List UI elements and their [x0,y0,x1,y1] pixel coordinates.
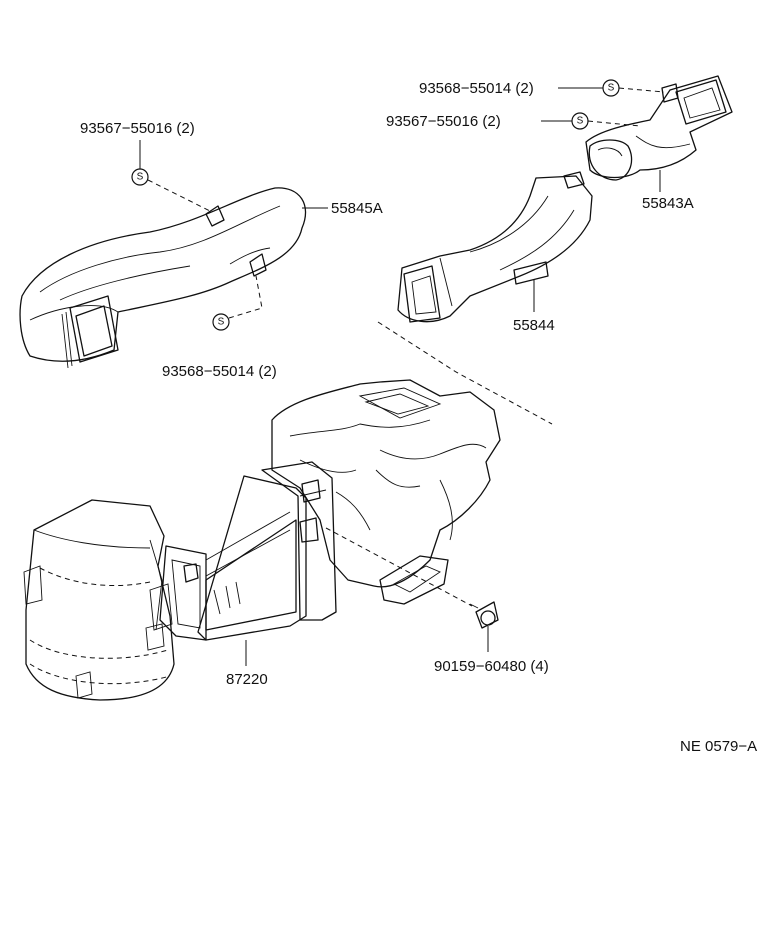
clip-symbol-right-top-text: S [608,83,615,94]
figure-code: NE 0579−A [680,738,757,755]
duct-55845a [19,187,307,369]
heater-unit-assembly [23,379,501,701]
screw-90159-60480 [325,527,499,629]
clip-symbol-right-bottom-text: S [577,116,584,127]
label-93567-55016-top: 93567−55016 (2) [386,113,501,130]
label-93568-55014-top: 93568−55014 (2) [419,80,534,97]
clip-symbol-left-bottom [212,313,230,331]
label-55843a: 55843A [642,195,694,212]
duct-55843a [585,75,733,181]
duct-55844 [397,171,593,323]
label-55844: 55844 [513,317,555,334]
label-90159-60480: 90159−60480 (4) [434,658,549,675]
label-87220: 87220 [226,671,268,688]
clip-symbol-left-bottom-text: S [218,317,225,328]
label-55845a: 55845A [331,200,383,217]
clip-symbol-left-top-text: S [137,172,144,183]
label-93568-55014-left: 93568−55014 (2) [162,363,277,380]
label-93567-55016-left: 93567−55016 (2) [80,120,195,137]
